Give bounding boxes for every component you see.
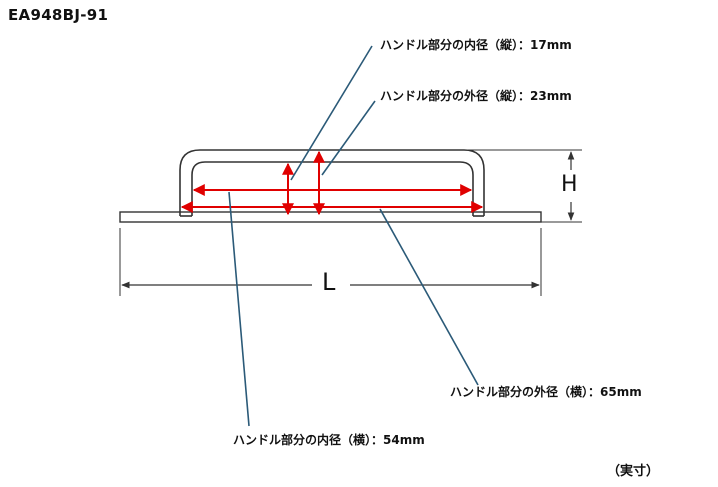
base-plate [119, 211, 542, 223]
leader-inner-horizontal [228, 191, 250, 427]
label-inner-horizontal: ハンドル部分の内径（横）：54mm [233, 433, 425, 447]
handle-inner-outline [191, 161, 474, 216]
leader-outer-horizontal [379, 208, 479, 386]
leader-outer-vertical [321, 100, 376, 176]
dimension-letter-h: H [561, 172, 578, 197]
label-inner-vertical: ハンドル部分の内径（縦）：17mm [380, 38, 572, 52]
handle-outer-outline [179, 149, 485, 216]
leader-inner-vertical [290, 45, 373, 181]
label-outer-horizontal: ハンドル部分の外径（横）：65mm [450, 385, 642, 399]
label-outer-vertical: ハンドル部分の外径（縦）：23mm [380, 89, 572, 103]
product-code: EA948BJ-91 [8, 6, 109, 24]
dimension-letter-l: L [322, 268, 336, 296]
scale-note: （実寸） [607, 464, 660, 479]
